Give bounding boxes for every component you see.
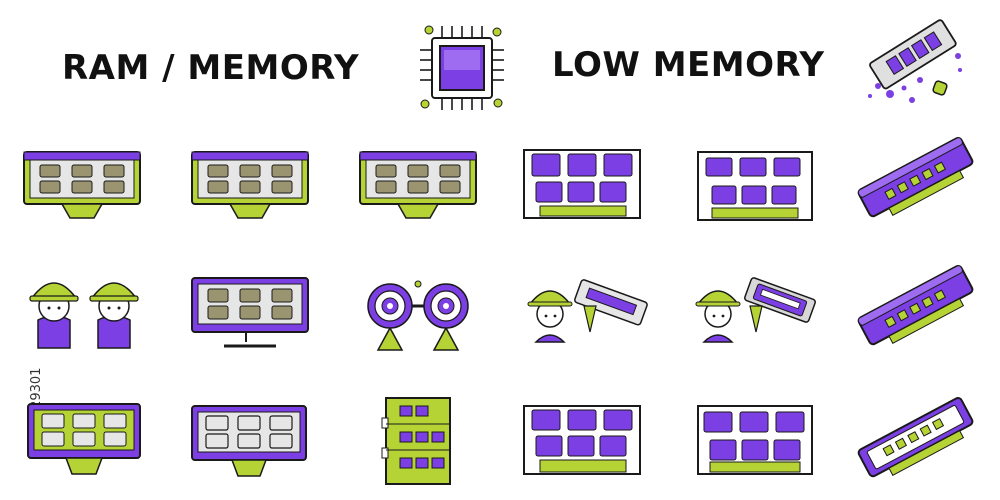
person-with-ram-icon (527, 279, 648, 343)
webcam-icon (367, 280, 469, 351)
monitor-memory-blocks-icon (359, 151, 477, 219)
monitor-memory-blocks-icon (191, 151, 309, 219)
heading-low-memory: LOW MEMORY (552, 45, 825, 85)
ram-module-icon (857, 265, 974, 346)
memory-card-icon (697, 151, 813, 221)
monitor-memory-blocks-icon (191, 405, 307, 477)
ram-stick-with-particles-icon (868, 19, 962, 103)
heading-ram-memory: RAM / MEMORY (62, 48, 360, 88)
person-with-ram-icon (695, 277, 816, 343)
ram-module-icon (857, 397, 974, 478)
memory-card-icon (523, 405, 641, 475)
memory-card-icon (697, 405, 813, 475)
memory-card-icon (523, 149, 641, 219)
ram-module-icon (857, 137, 974, 218)
monitor-memory-blocks-icon (27, 403, 141, 475)
monitor-memory-blocks-icon (191, 277, 309, 348)
memory-board-icon (381, 397, 451, 485)
two-people-helmets-icon (29, 282, 139, 349)
monitor-memory-blocks-icon (23, 151, 141, 219)
cpu-chip-icon (420, 25, 504, 110)
